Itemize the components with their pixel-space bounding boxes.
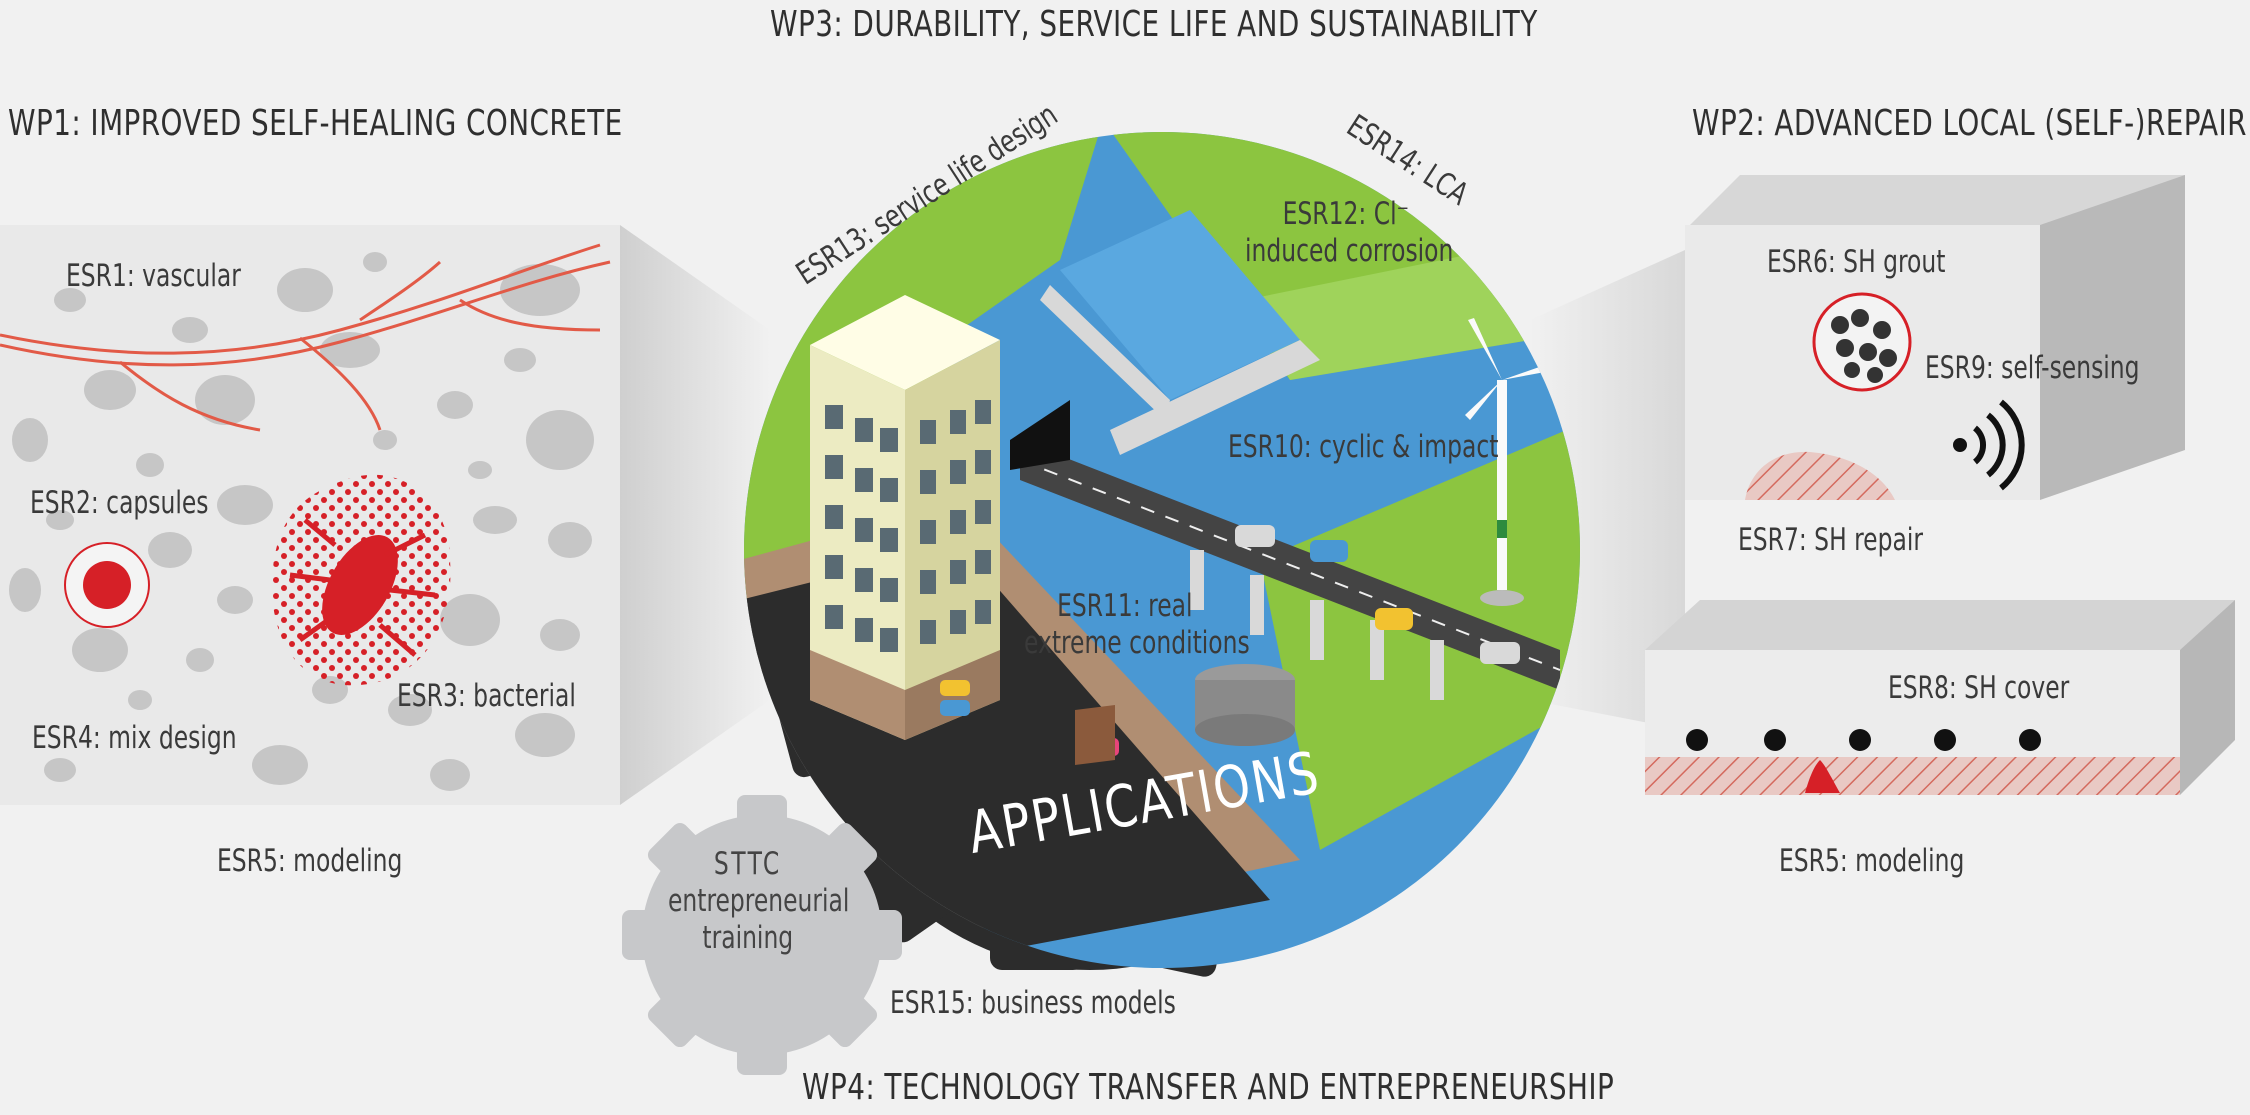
- bacteria-icon: [271, 474, 451, 686]
- sttc-line1: entrepreneurial: [668, 883, 850, 920]
- esr8-label: ESR8: SH cover: [1888, 670, 2070, 706]
- applications-scene: [744, 132, 1580, 968]
- sttc-label: STTC entrepreneurial training: [668, 846, 850, 958]
- esr10-label: ESR10: cyclic & impact: [1228, 429, 1499, 465]
- esr3-label: ESR3: bacterial: [397, 678, 576, 714]
- sttc-title: STTC: [713, 846, 782, 882]
- esr7-label: ESR7: SH repair: [1738, 522, 1923, 558]
- wp1-title: WP1: IMPROVED SELF-HEALING CONCRETE: [8, 103, 623, 144]
- wp3-title: WP3: DURABILITY, SERVICE LIFE AND SUSTAI…: [770, 4, 1538, 45]
- esr1-label: ESR1: vascular: [66, 258, 241, 294]
- esr12-line2: induced corrosion: [1245, 233, 1454, 270]
- esr4-label: ESR4: mix design: [32, 720, 237, 756]
- esr11-line1: ESR11: real: [1057, 588, 1193, 624]
- esr9-label: ESR9: self-sensing: [1925, 350, 2140, 386]
- esr2-label: ESR2: capsules: [30, 485, 209, 521]
- wp4-title: WP4: TECHNOLOGY TRANSFER AND ENTREPRENEU…: [802, 1067, 1615, 1108]
- wifi-signal-icon: [1953, 399, 2025, 491]
- esr12-line1: ESR12: Cl⁻: [1282, 196, 1409, 232]
- capsule-icon: [64, 542, 150, 628]
- esr11-line2: extreme conditions: [1024, 625, 1250, 662]
- esr5-left-label: ESR5: modeling: [217, 843, 403, 879]
- sttc-line2: training: [702, 920, 794, 957]
- esr12-label: ESR12: Cl⁻ induced corrosion: [1245, 196, 1454, 270]
- wp2-title: WP2: ADVANCED LOCAL (SELF-)REPAIR: [1692, 103, 2247, 144]
- aggregate-stones: [9, 252, 594, 791]
- esr5-right-label: ESR5: modeling: [1779, 843, 1965, 879]
- vascular-network: [0, 243, 611, 432]
- sttc-gear: [622, 795, 902, 1075]
- sh-cover-crack: [1805, 760, 1840, 793]
- wp2-repair-blocks: [1530, 175, 2235, 795]
- esr11-label: ESR11: real extreme conditions: [1024, 588, 1250, 662]
- esr6-label: ESR6: SH grout: [1767, 244, 1946, 280]
- wp1-concrete-block: [0, 225, 770, 805]
- rebar-dots: [1686, 729, 2041, 751]
- sh-grout-icon: [1812, 292, 1912, 392]
- sh-repair-patch: [1745, 451, 1895, 500]
- esr15-label: ESR15: business models: [890, 985, 1176, 1021]
